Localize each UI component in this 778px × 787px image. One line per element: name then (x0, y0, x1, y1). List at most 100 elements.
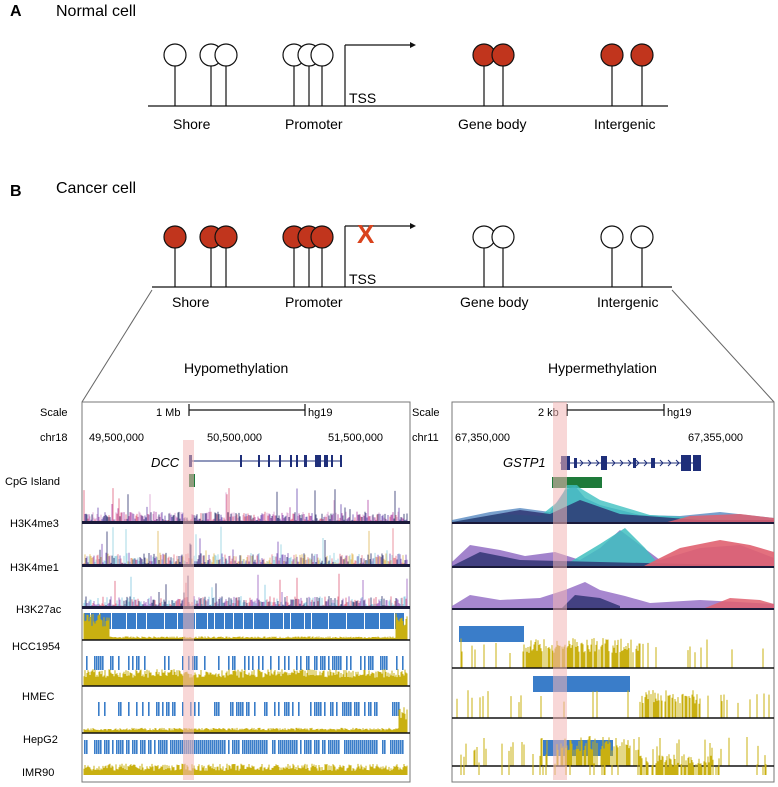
methylation-block-mark (108, 740, 110, 754)
left-coord-3: 51,500,000 (328, 432, 383, 444)
methylation-block-mark (216, 740, 218, 754)
methylation-block-mark (274, 740, 276, 754)
exon (324, 455, 328, 467)
track-label-cpg: CpG Island (5, 476, 60, 488)
methylation-block-mark (316, 740, 318, 754)
methylation-block-mark (286, 740, 288, 754)
methylation-block-mark (202, 740, 204, 754)
methylation-block-mark (134, 740, 136, 754)
methylation-block-mark (254, 740, 256, 754)
methylation-block-mark (96, 740, 98, 754)
pmd-gap (364, 613, 365, 629)
scale-label-left: Scale (40, 407, 68, 419)
methylation-block-mark (118, 656, 120, 670)
h3k4me3-peak (660, 514, 774, 524)
methylation-block-mark (166, 740, 168, 754)
methylation-block-mark (222, 740, 224, 754)
methylation-block-mark (332, 656, 334, 670)
dcc-gene-model (189, 455, 342, 467)
methylation-block-mark (176, 740, 178, 754)
gstp1-gene-model (560, 455, 701, 471)
panel-b-region-intergenic: Intergenic (597, 294, 658, 310)
methylation-block-mark (182, 702, 184, 716)
exon (240, 455, 242, 467)
methylation-block-mark (136, 702, 138, 716)
methylation-block-mark (402, 740, 404, 754)
panel-b-blocked-mark: X (357, 219, 375, 249)
panel-a-letter: A (10, 3, 22, 20)
methylation-block-mark (314, 656, 316, 670)
pmd-gap (207, 613, 208, 629)
methylation-block-mark (346, 656, 348, 670)
methylation-block-mark (248, 656, 250, 670)
methylation-block-mark (218, 702, 220, 716)
methylation-block-mark (328, 656, 330, 670)
right-cpg-island (552, 477, 602, 488)
methylation-block-mark (348, 702, 350, 716)
methylation-block-mark (106, 740, 108, 754)
methylation-block-mark (338, 740, 340, 754)
methylation-block-mark (324, 702, 326, 716)
methylation-block-mark (212, 740, 214, 754)
methylation-block-mark (154, 740, 156, 754)
strand-arrow (627, 459, 632, 467)
pmd-gap (379, 613, 380, 629)
left-browser-title: Hypomethylation (184, 360, 288, 376)
methylation-block-mark (330, 740, 332, 754)
methylation-block-mark (300, 656, 302, 670)
methylation-block-mark (138, 656, 140, 670)
methylation-block-mark (220, 740, 222, 754)
methylation-block-mark (278, 656, 280, 670)
histone-baseline (452, 566, 774, 568)
methylation-block-mark (246, 702, 248, 716)
methylation-block-mark (348, 740, 350, 754)
strand-arrow (603, 459, 608, 467)
methylation-block-mark (322, 740, 324, 754)
track-label-h3k4me1: H3K4me1 (10, 562, 59, 574)
pmd-gap (177, 613, 178, 629)
methylation-block-mark (168, 656, 170, 670)
cpg-site (214, 43, 238, 67)
methylation-block-mark (102, 656, 104, 670)
methylation-block-mark (252, 740, 254, 754)
histone-baseline (82, 564, 410, 567)
h3k4me3-peak (452, 485, 774, 524)
methylation-block-mark (292, 702, 294, 716)
methylation-block-mark (116, 740, 118, 754)
h3k27ac-peak (452, 582, 774, 610)
methylation-block-mark (122, 740, 124, 754)
methylation-block-mark (100, 656, 102, 670)
methylation-block-mark (386, 656, 388, 670)
methylation-block-mark (334, 740, 336, 754)
methylation-block-mark (136, 740, 138, 754)
zoom-line-left (81, 289, 153, 403)
methylation-block-mark (140, 740, 142, 754)
track-label-hepg2: HepG2 (23, 734, 58, 746)
cpg-site (630, 225, 654, 249)
methylation-block-mark (318, 702, 320, 716)
methylation-block-mark (142, 702, 144, 716)
strand-arrow (667, 459, 672, 467)
methylation-block-mark (208, 740, 210, 754)
methylation-block-mark (382, 656, 384, 670)
methylation-block-mark (86, 656, 88, 670)
methylation-block-mark (98, 702, 100, 716)
methylation-block-mark (336, 656, 338, 670)
pmd-gap (269, 613, 270, 629)
methylation-block-mark (264, 702, 266, 716)
zoom-line-right (671, 289, 775, 403)
pmd-gap (304, 613, 305, 629)
methylation-block-mark (394, 740, 396, 754)
methylation-block-mark (350, 656, 352, 670)
methylation-block-mark (364, 656, 366, 670)
methylation-block-mark (160, 740, 162, 754)
methylation-block-mark (180, 740, 182, 754)
methylation-block-mark (382, 740, 384, 754)
histone-baseline (82, 521, 410, 524)
panel-a-title: Normal cell (56, 3, 136, 20)
methylation-block-mark (166, 702, 168, 716)
methylation-block-mark (238, 702, 240, 716)
methylation-block-mark (318, 740, 320, 754)
right-gene-name: GSTP1 (503, 455, 546, 470)
methylation-block-mark (358, 702, 360, 716)
